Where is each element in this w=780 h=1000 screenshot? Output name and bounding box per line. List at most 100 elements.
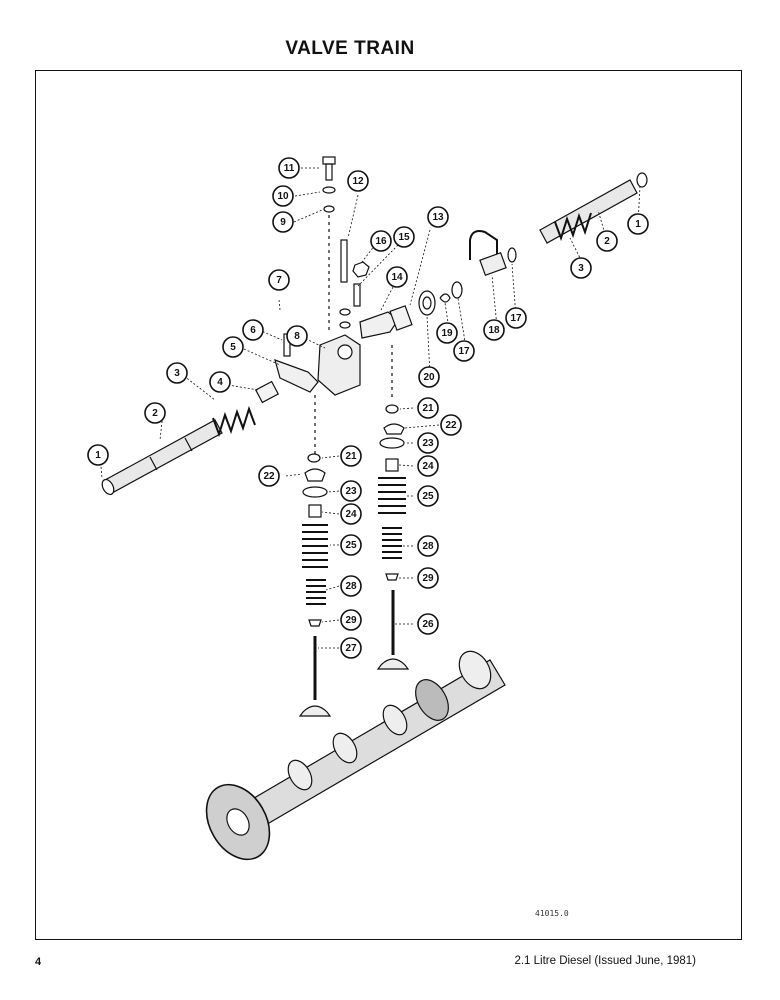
callout-number: 24 (345, 509, 357, 520)
callout-number: 7 (276, 275, 282, 286)
callout-c21b: 21 (417, 397, 439, 419)
callout-c29b: 29 (417, 567, 439, 589)
rocker-shaft-right (539, 172, 648, 244)
callout-circle (209, 371, 231, 393)
callout-circle (340, 609, 362, 631)
callout-circle (278, 157, 300, 179)
callout-number: 12 (352, 176, 364, 187)
valve-train-exploded-diagram: 1122334567891011121314151617171819202121… (87, 156, 649, 861)
callout-circle (386, 266, 408, 288)
callout-number: 20 (423, 372, 435, 383)
callout-c27: 27 (340, 637, 362, 659)
callout-circle (596, 230, 618, 252)
callout-c10: 10 (272, 185, 294, 207)
callout-c12: 12 (347, 170, 369, 192)
callout-circle (340, 637, 362, 659)
callout-number: 19 (441, 328, 453, 339)
callout-circle (440, 414, 462, 436)
callout-circle (417, 432, 439, 454)
callout-number: 2 (604, 236, 610, 247)
callout-c17a: 17 (505, 307, 527, 329)
callout-c20: 20 (418, 366, 440, 388)
callout-number: 6 (250, 325, 256, 336)
washers-right (418, 281, 463, 316)
rocker-pedestal (317, 334, 361, 396)
callout-number: 23 (345, 486, 357, 497)
callout-c19: 19 (436, 322, 458, 344)
pedestal-bolt (322, 156, 336, 330)
callout-c4: 4 (209, 371, 231, 393)
callout-circle (242, 319, 264, 341)
callout-number: 29 (422, 573, 434, 584)
callout-c7: 7 (268, 269, 290, 291)
callout-number: 5 (230, 342, 236, 353)
camshaft (205, 650, 506, 861)
rocker-arm-right (359, 305, 413, 339)
callout-c9: 9 (272, 211, 294, 233)
callout-c17b: 17 (453, 340, 475, 362)
callout-circle (483, 319, 505, 341)
rocker-shaft-left (101, 419, 223, 496)
callout-circle (627, 213, 649, 235)
callout-number: 4 (217, 377, 223, 388)
callout-number: 13 (432, 212, 444, 223)
callout-c21a: 21 (340, 445, 362, 467)
callout-number: 28 (345, 581, 357, 592)
callout-c1b: 1 (627, 213, 649, 235)
callout-circle (453, 340, 475, 362)
callout-number: 11 (284, 163, 295, 174)
callout-c28a: 28 (340, 575, 362, 597)
callout-circle (268, 269, 290, 291)
callout-number: 2 (152, 408, 158, 419)
callout-c3b: 3 (570, 257, 592, 279)
callout-number: 8 (294, 331, 300, 342)
valve-assembly-right (376, 345, 410, 670)
callout-number: 22 (263, 471, 275, 482)
callout-circle (340, 575, 362, 597)
callout-c8: 8 (286, 325, 308, 347)
callout-c15: 15 (393, 226, 415, 248)
callout-circle (417, 485, 439, 507)
callout-number: 23 (422, 438, 434, 449)
callout-c24a: 24 (340, 503, 362, 525)
page-number: 4 (35, 956, 42, 968)
callout-circle (286, 325, 308, 347)
callout-c2b: 2 (596, 230, 618, 252)
callout-c25a: 25 (340, 534, 362, 556)
callouts: 1122334567891011121314151617171819202121… (87, 157, 649, 659)
callout-c24b: 24 (417, 455, 439, 477)
callout-number: 3 (174, 368, 180, 379)
callout-c29a: 29 (340, 609, 362, 631)
callout-circle (340, 445, 362, 467)
callout-number: 17 (510, 313, 522, 324)
callout-number: 14 (391, 272, 403, 283)
figure-frame (35, 70, 742, 940)
callout-circle (222, 336, 244, 358)
callout-number: 25 (345, 540, 357, 551)
callout-c6: 6 (242, 319, 264, 341)
callout-circle (347, 170, 369, 192)
callout-circle (417, 613, 439, 635)
stud (339, 239, 370, 329)
callout-number: 26 (422, 619, 434, 630)
callout-c22a: 22 (258, 465, 280, 487)
callout-c26: 26 (417, 613, 439, 635)
spring-left (212, 405, 256, 438)
callout-c3a: 3 (166, 362, 188, 384)
callout-circle (505, 307, 527, 329)
callout-number: 24 (422, 461, 434, 472)
spacer-left (254, 380, 280, 404)
callout-number: 21 (422, 403, 434, 414)
callout-c28b: 28 (417, 535, 439, 557)
callout-number: 18 (488, 325, 500, 336)
callout-circle (340, 534, 362, 556)
callout-number: 27 (345, 643, 357, 654)
callout-circle (272, 185, 294, 207)
callout-circle (340, 480, 362, 502)
callout-circle (427, 206, 449, 228)
callout-c25b: 25 (417, 485, 439, 507)
callout-number: 10 (277, 191, 289, 202)
page-title: VALVE TRAIN (285, 38, 415, 59)
callout-circle (393, 226, 415, 248)
callout-circle (166, 362, 188, 384)
